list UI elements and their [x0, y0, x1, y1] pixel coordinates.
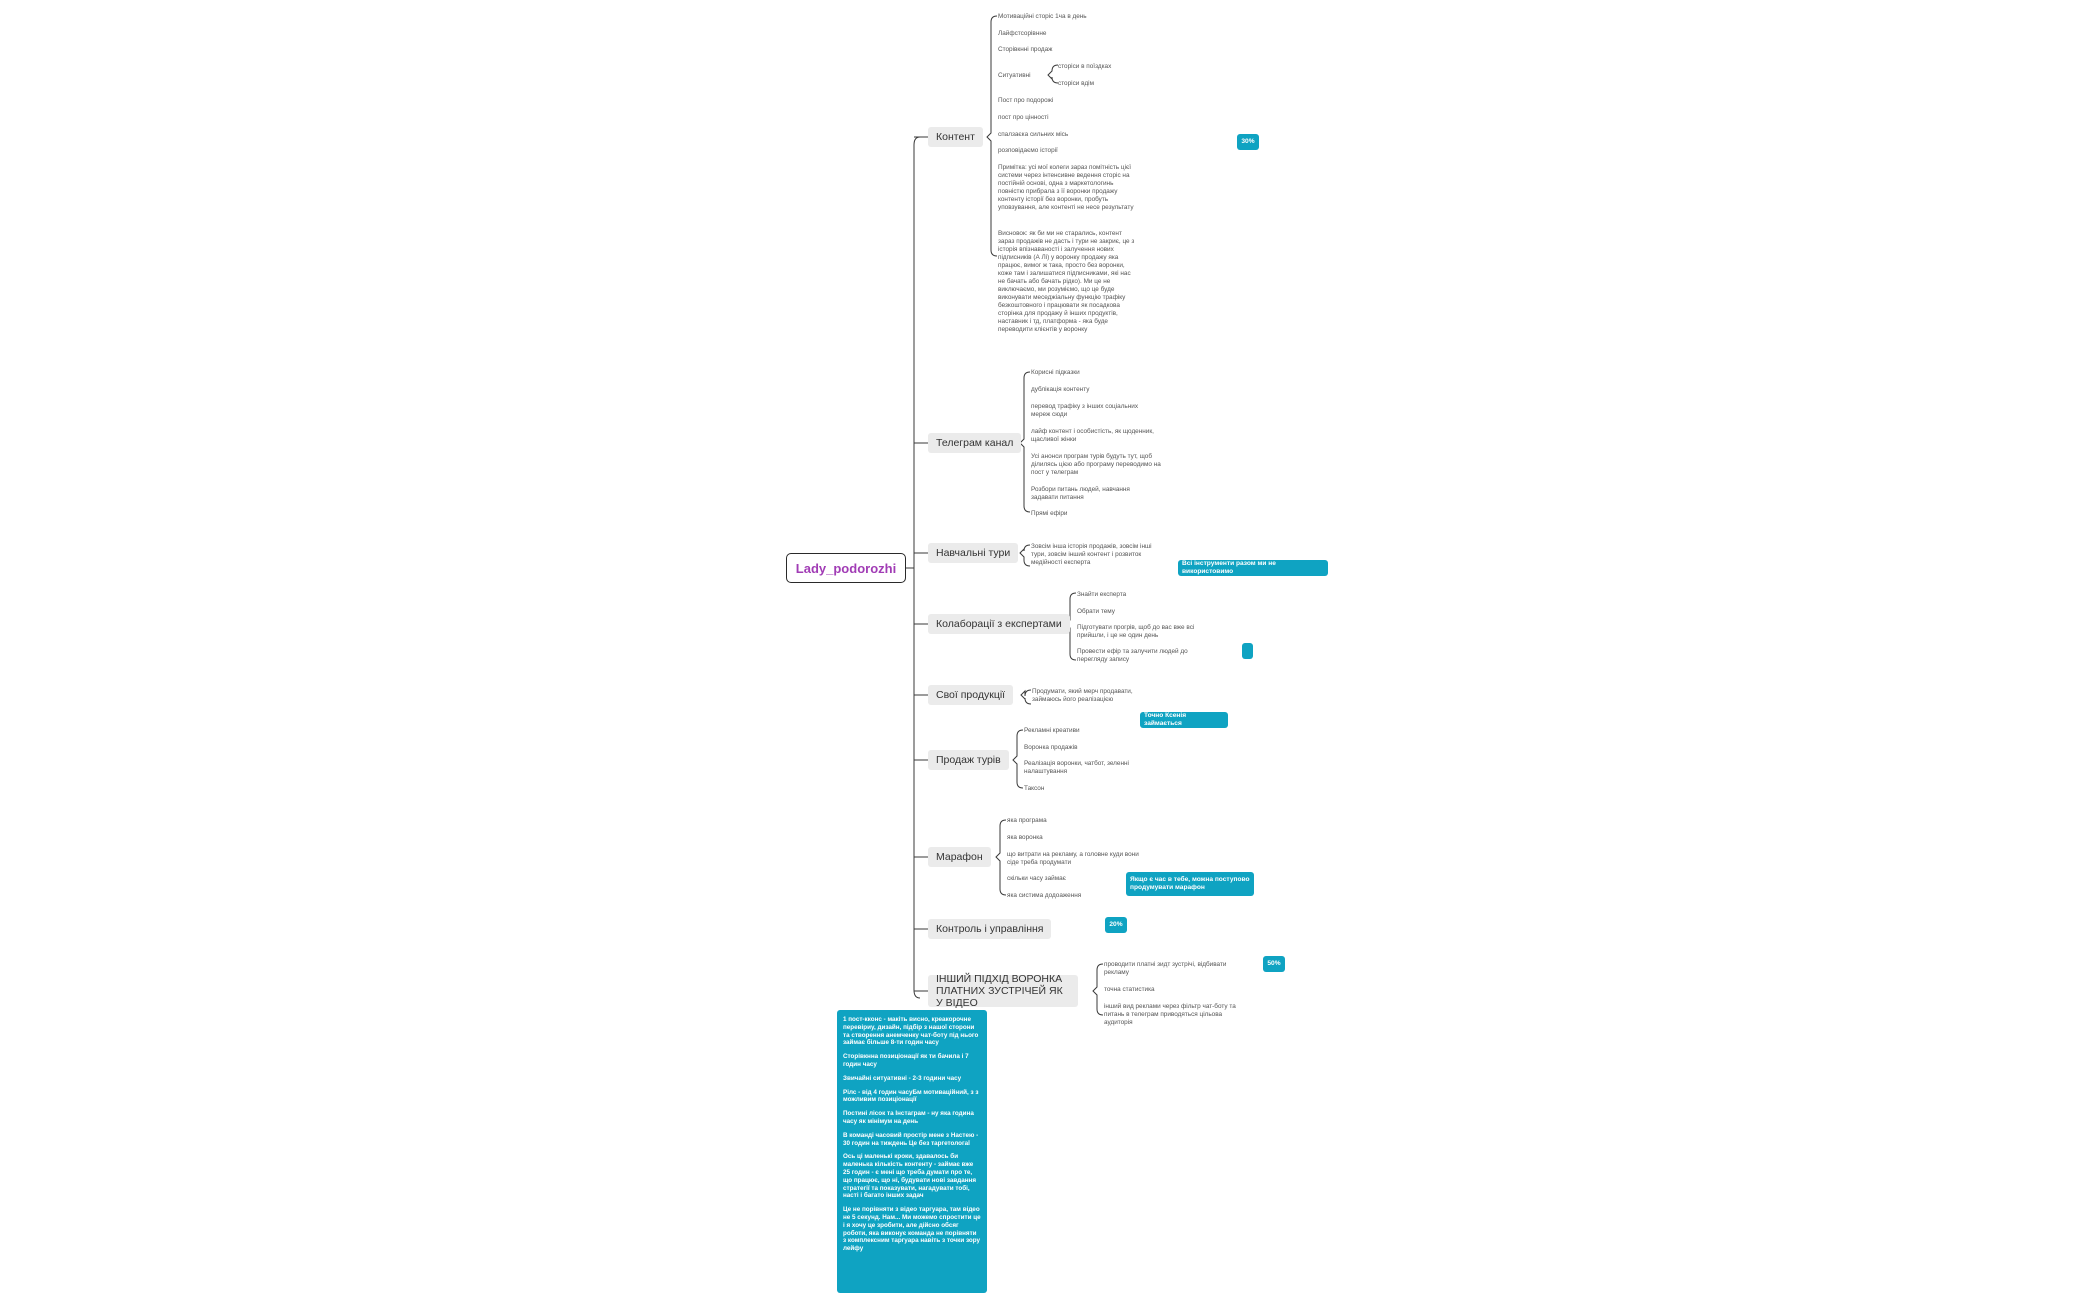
- leaf-content-6: пост про цінності: [998, 114, 1049, 121]
- note-paragraph-4: Рілс - від 4 годин часуБм мотиваційний, …: [843, 1088, 979, 1104]
- bracket-sales: [1012, 729, 1024, 789]
- leaf-other-2: точна статистика: [1104, 986, 1155, 993]
- leaf-content-9: Примітка: усі мої колеги зараз помітніст…: [998, 164, 1134, 211]
- leaf-content-8: розповідаємо історії: [998, 147, 1058, 154]
- branch-control[interactable]: Контроль і управління: [928, 919, 1052, 939]
- leaf-marathon-2: яка воронка: [1007, 834, 1043, 841]
- leaf-telegram-1: Корисні підказки: [1031, 369, 1080, 376]
- leaf-tours-1: Зовсім інша історія продажів, зовсім інш…: [1031, 543, 1152, 566]
- leaf-telegram-2: дублікація контенту: [1031, 386, 1090, 393]
- leaf-collab-3: Підготувати прогрів, щоб до вас вже всі …: [1077, 624, 1195, 639]
- leaf-content-sub-2: сторіси вдім: [1058, 80, 1094, 87]
- callout-empty[interactable]: [1242, 643, 1253, 659]
- note-paragraph-6: В командi часовий простір мене з Настею …: [843, 1131, 979, 1147]
- callout-50-percent[interactable]: 50%: [1263, 956, 1285, 972]
- note-paragraph-2: Сторівкнна позиціонації як ти бачила і 7…: [843, 1053, 969, 1068]
- leaf-collab-4: Провести ефір та залучити людей до перег…: [1077, 648, 1188, 663]
- branch-other-approach[interactable]: ІНШИЙ ПІДХІД ВОРОНКА ПЛАТНИХ ЗУСТРІЧЕЙ Я…: [928, 973, 1078, 1009]
- leaf-sales-2: Воронка продажів: [1024, 744, 1078, 751]
- bracket-content-sub: [1047, 64, 1059, 84]
- leaf-content-3: Сторівкнні продаж: [998, 46, 1053, 53]
- leaf-content-1: Мотиваційні сторіс 1ча в день: [998, 13, 1087, 20]
- leaf-sales-4: Таксон: [1024, 785, 1045, 792]
- callout-20-percent[interactable]: 20%: [1105, 917, 1127, 933]
- leaf-other-1: проводити платні зидт зустрічі, відбиват…: [1104, 961, 1227, 976]
- note-paragraph-3: Звичайні ситуативні - 2-3 години часу: [843, 1074, 962, 1082]
- branch-content[interactable]: Контент: [928, 127, 983, 147]
- branch-own-products[interactable]: Свої продукції: [928, 685, 1014, 705]
- leaf-other-3: інший вид реклами через фільтр чат-боту …: [1104, 1003, 1236, 1026]
- leaf-content-sub-1: сторіси в поїздках: [1058, 63, 1112, 70]
- bracket-tours: [1019, 544, 1031, 567]
- leaf-content-10: Висновок: як би ми не старались, контент…: [998, 230, 1135, 333]
- branch-telegram-channel[interactable]: Телеграм канал: [928, 433, 1022, 453]
- connector-main-trunk: [913, 136, 921, 999]
- branch-educational-tours[interactable]: Навчальні тури: [928, 543, 1019, 563]
- leaf-marathon-4: скільки часу займає: [1007, 875, 1066, 882]
- leaf-marathon-3: що витрати на рекламу, а головне куди во…: [1007, 851, 1139, 866]
- leaf-collab-2: Обрати тему: [1077, 608, 1115, 615]
- leaf-telegram-5: Усі анонси програм турів будуть тут, щоб…: [1031, 453, 1161, 476]
- leaf-telegram-3: перевод трафіку з інших соціальних мереж…: [1031, 403, 1139, 418]
- bracket-other: [1092, 963, 1104, 1016]
- leaf-sales-1: Рекламні креативи: [1024, 727, 1080, 734]
- leaf-telegram-7: Прямі ефіри: [1031, 510, 1068, 517]
- branch-expert-collaborations[interactable]: Колаборації з експертами: [928, 614, 1070, 634]
- bracket-marathon: [995, 819, 1007, 896]
- branch-tour-sales[interactable]: Продаж турів: [928, 750, 1009, 770]
- leaf-content-7: спалзаєка сильних місь: [998, 131, 1069, 138]
- root-topic[interactable]: Lady_podorozhi: [786, 553, 906, 583]
- leaf-telegram-6: Розбори питань людей, навчання задавати …: [1031, 486, 1130, 501]
- leaf-content-2: Лайфстсорівнне: [998, 30, 1047, 37]
- leaf-content-4: Ситуативні: [998, 72, 1031, 79]
- leaf-marathon-1: яка програма: [1007, 817, 1047, 824]
- leaf-content-5: Пост про подорожі: [998, 97, 1054, 104]
- leaf-products-1: Продумати, який мерч продавати, займаюсь…: [1032, 688, 1133, 703]
- leaf-marathon-5: яка систима додоаження: [1007, 892, 1082, 899]
- note-paragraph-5: Постині лісок та Інстаграм - ну яка годи…: [843, 1110, 974, 1125]
- leaf-telegram-4: лайф контент і особистість, як щоденник,…: [1031, 428, 1154, 443]
- callout-all-tools[interactable]: Всі інструменти разом ми не використовим…: [1178, 560, 1328, 576]
- bracket-products: [1020, 689, 1032, 705]
- callout-exactly-kseniia[interactable]: Точно Ксенія займається: [1140, 712, 1228, 728]
- note-box[interactable]: 1 пост-кконс - макіть висно, креакорочне…: [837, 1010, 987, 1293]
- note-paragraph-8: Це не порівняти з відео таргуара, там ві…: [843, 1206, 981, 1253]
- leaf-collab-1: Знайти експерта: [1077, 591, 1127, 598]
- bracket-content: [986, 15, 998, 257]
- note-paragraph-1: 1 пост-кконс - макіть висно, креакорочне…: [843, 1016, 979, 1047]
- callout-marathon[interactable]: Якщо є час в тебе, можна поступово проду…: [1126, 872, 1254, 896]
- callout-30-percent[interactable]: 30%: [1237, 134, 1259, 150]
- leaf-sales-3: Реалізація воронки, чатбот, зеленні нала…: [1024, 760, 1129, 775]
- note-paragraph-7: Ось ці маленькі кроки, здавалось би мале…: [843, 1153, 977, 1200]
- branch-marathon[interactable]: Марафон: [928, 847, 991, 867]
- bracket-telegram: [1019, 371, 1031, 513]
